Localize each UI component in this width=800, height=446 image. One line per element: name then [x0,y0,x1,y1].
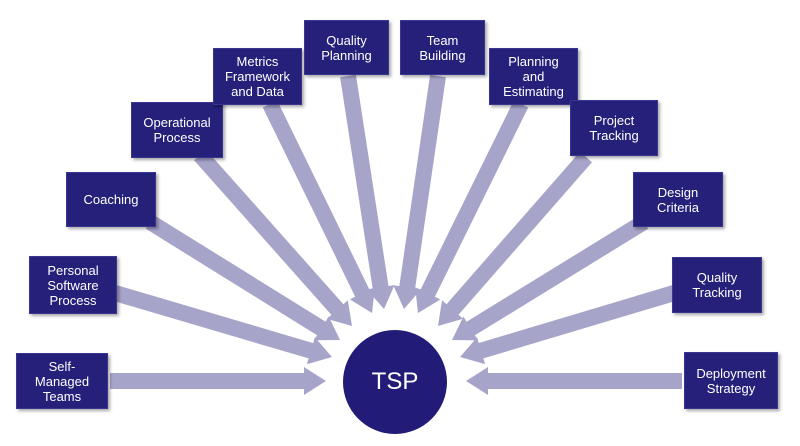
arrow-self-managed-teams [110,367,326,395]
node-operational-process: Operational Process [131,102,223,158]
arrow-team-building [393,74,446,309]
node-self-managed-teams: Self- Managed Teams [16,353,108,409]
arrow-quality-planning [340,74,395,309]
node-quality-tracking: Quality Tracking [672,257,762,313]
arrow-design-criteria [452,215,649,341]
node-planning-and-estimating: Planning and Estimating [489,48,578,105]
arrow-metrics-framework-and-data [262,100,375,313]
arrow-project-tracking [438,151,592,326]
arrow-coaching [145,215,340,341]
hub-tsp: TSP [343,330,447,434]
arrow-deployment-strategy [466,367,682,395]
arrow-operational-process [194,149,352,326]
node-design-criteria: Design Criteria [633,172,723,227]
node-metrics-framework-and-data: Metrics Framework and Data [213,48,302,105]
node-quality-planning: Quality Planning [304,20,389,75]
arrow-quality-tracking [460,285,677,365]
arrow-personal-software-process [112,285,332,365]
node-coaching: Coaching [66,172,156,227]
node-deployment-strategy: Deployment Strategy [684,352,778,409]
node-team-building: Team Building [400,20,485,75]
node-personal-software-process: Personal Software Process [29,256,117,314]
node-project-tracking: Project Tracking [570,100,658,156]
arrow-planning-and-estimating [415,100,529,313]
